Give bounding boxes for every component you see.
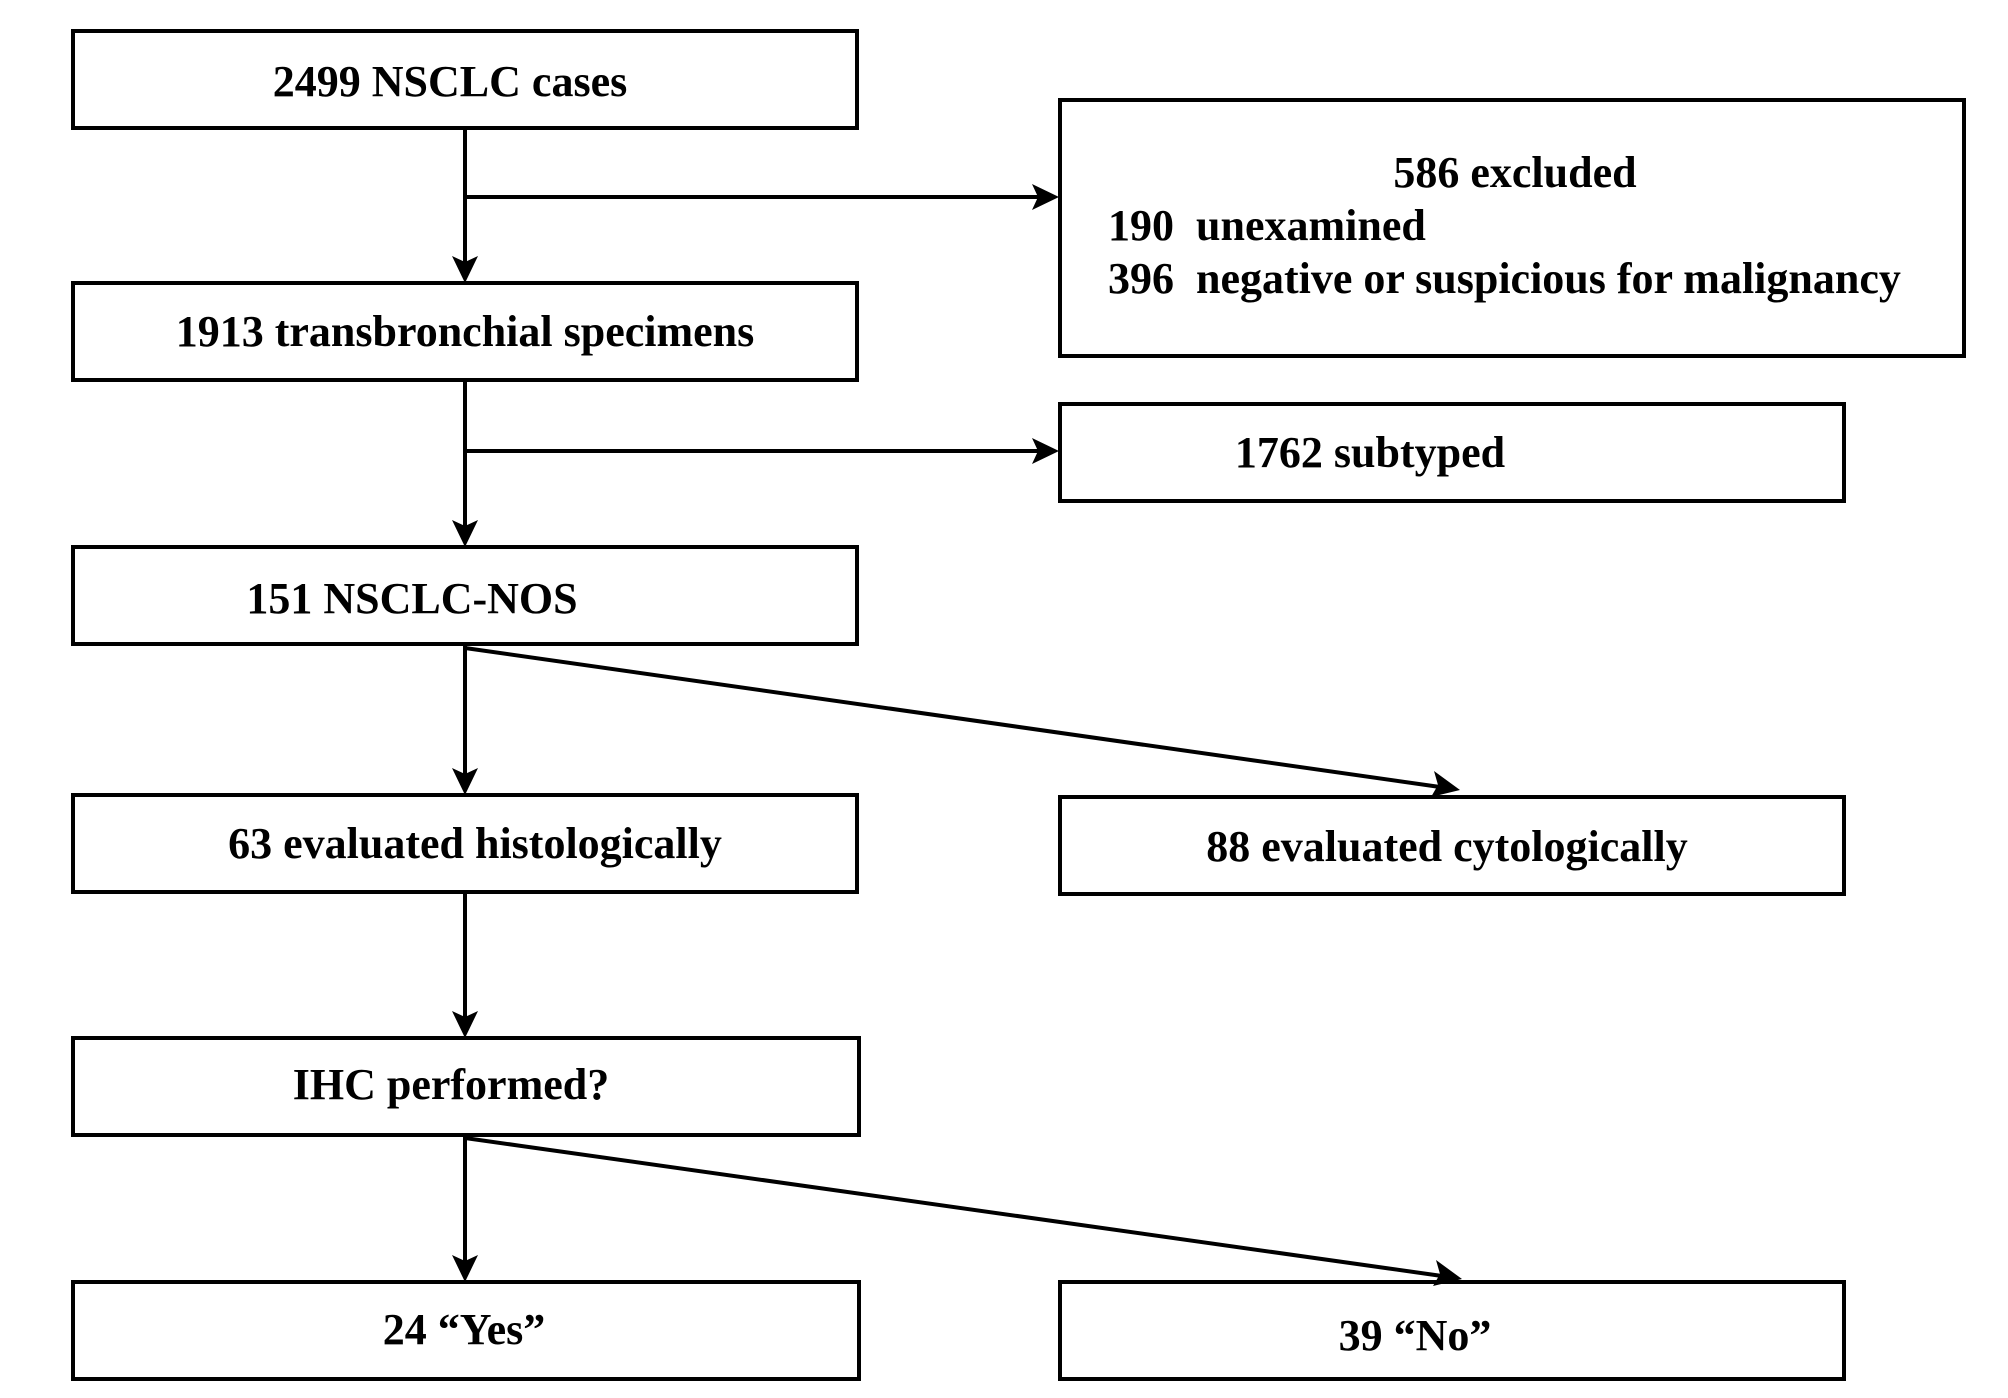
box-nsclc-nos-label: 151 NSCLC-NOS: [246, 574, 577, 623]
box-excluded-negative: 396 negative or suspicious for malignanc…: [1108, 254, 1901, 303]
box-subtyped: 1762 subtyped: [1058, 402, 1846, 503]
box-excluded-unexamined: 190 unexamined: [1108, 201, 1426, 250]
box-no-label: 39 “No”: [1339, 1311, 1492, 1360]
box-histologic-label: 63 evaluated histologically: [228, 819, 722, 868]
box-transbronchial-label: 1913 transbronchial specimens: [176, 307, 755, 356]
box-subtyped-label: 1762 subtyped: [1235, 428, 1505, 477]
box-yes: 24 “Yes”: [71, 1280, 861, 1381]
arrow-to-subtyped: [465, 438, 1059, 464]
box-ihc-label: IHC performed?: [293, 1060, 610, 1109]
box-cytologic: 88 evaluated cytologically: [1058, 795, 1846, 896]
arrow-histologic-to-ihc: [452, 892, 478, 1038]
arrow-nos-to-histologic: [452, 644, 478, 795]
arrow-ihc-to-yes: [452, 1135, 478, 1282]
arrow-transbronchial-to-nos: [452, 380, 478, 547]
box-no: 39 “No”: [1058, 1280, 1846, 1381]
box-cytologic-label: 88 evaluated cytologically: [1206, 822, 1688, 871]
box-transbronchial: 1913 transbronchial specimens: [71, 281, 859, 382]
box-total-cases-label: 2499 NSCLC cases: [273, 57, 627, 106]
box-excluded-title: 586 excluded: [1393, 148, 1636, 197]
box-ihc: IHC performed?: [71, 1036, 861, 1137]
box-total-cases: 2499 NSCLC cases: [71, 29, 859, 130]
arrow-total-to-transbronchial: [452, 128, 478, 283]
box-yes-label: 24 “Yes”: [383, 1305, 546, 1354]
arrow-ihc-to-no: [464, 1136, 1462, 1286]
arrow-to-excluded: [465, 184, 1059, 210]
arrow-nos-to-cytologic: [464, 646, 1460, 797]
box-excluded: 586 excluded 190 unexamined 396 negative…: [1058, 98, 1966, 358]
box-nsclc-nos: 151 NSCLC-NOS: [71, 545, 859, 646]
box-histologic: 63 evaluated histologically: [71, 793, 859, 894]
